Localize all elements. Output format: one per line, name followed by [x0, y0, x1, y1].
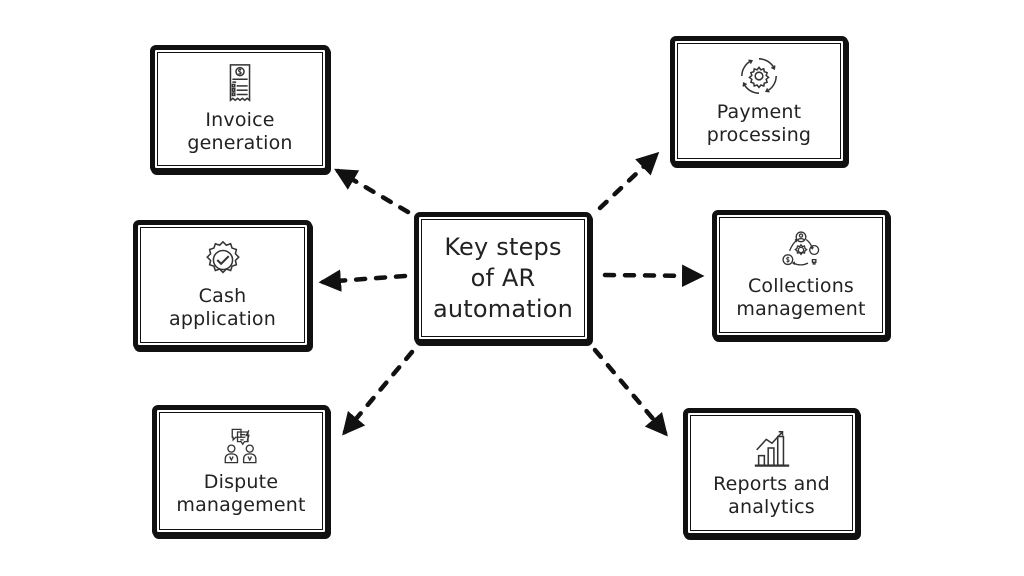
node-cash-application: Cash application	[133, 220, 312, 350]
arrow-to-collections	[602, 264, 705, 288]
node-label: Payment processing	[706, 101, 812, 146]
node-label: Reports and analytics	[713, 473, 830, 518]
arrow-to-cash	[318, 269, 408, 292]
bar-chart-growth-icon	[751, 427, 793, 469]
collections-cycle-icon	[780, 229, 822, 271]
invoice-receipt-icon	[219, 63, 261, 105]
node-invoice-generation: Invoice generation	[150, 45, 330, 173]
node-label: Dispute management	[176, 471, 306, 516]
node-collections-management: Collections management	[712, 210, 890, 340]
verified-badge-icon	[202, 239, 244, 281]
node-label: Invoice generation	[187, 109, 293, 154]
central-topic-node: Key steps of AR automation	[414, 212, 592, 344]
arrow-to-dispute	[342, 349, 415, 436]
node-dispute-management: Dispute management	[152, 405, 330, 537]
gear-cycle-icon	[738, 55, 780, 97]
central-topic-label: Key steps of AR automation	[432, 232, 574, 323]
node-reports-and-analytics: Reports and analytics	[683, 408, 860, 538]
node-payment-processing: Payment processing	[670, 36, 848, 166]
node-label: Collections management	[736, 275, 866, 320]
node-label: Cash application	[168, 285, 276, 330]
arrow-to-payment	[597, 151, 660, 211]
arrow-to-reports	[592, 347, 668, 437]
arrow-to-invoice	[334, 168, 411, 215]
people-conversation-icon	[220, 425, 262, 467]
